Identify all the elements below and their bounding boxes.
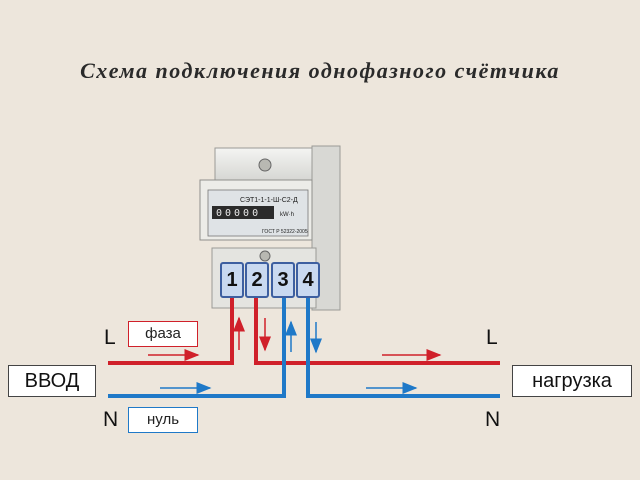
top-screw-icon xyxy=(258,158,272,172)
neutral-input-wire xyxy=(108,294,286,398)
bottom-screw-icon xyxy=(259,250,271,262)
meter-unit: kW·h xyxy=(280,212,294,218)
left-phase-letter: L xyxy=(104,326,116,349)
meter-display xyxy=(212,206,274,219)
right-phase-letter: L xyxy=(486,326,498,349)
neutral-output-wire xyxy=(306,294,500,398)
terminal-2: 2 xyxy=(245,262,269,298)
meter-gost: ГОСТ Р 52322-2005 xyxy=(262,229,308,235)
terminal-1: 1 xyxy=(220,262,244,298)
left-neutral-letter: N xyxy=(103,408,119,431)
meter-reading: 00000 xyxy=(216,208,261,219)
phase-input-wire xyxy=(108,294,234,365)
input-label: ВВОД xyxy=(8,365,96,397)
meter-model: СЭТ1-1-1-Ш-С2-Д xyxy=(240,197,298,204)
phase-output-wire xyxy=(254,294,500,365)
phase-label: фаза xyxy=(128,321,198,347)
neutral-wiring xyxy=(108,294,500,398)
flow-arrows xyxy=(148,316,442,394)
terminal-3: 3 xyxy=(271,262,295,298)
load-label: нагрузка xyxy=(512,365,632,397)
diagram-title: Схема подключения однофазного счётчика xyxy=(80,58,560,83)
terminal-4: 4 xyxy=(296,262,320,298)
phase-wiring xyxy=(108,294,500,365)
right-neutral-letter: N xyxy=(485,408,501,431)
neutral-label: нуль xyxy=(128,407,198,433)
